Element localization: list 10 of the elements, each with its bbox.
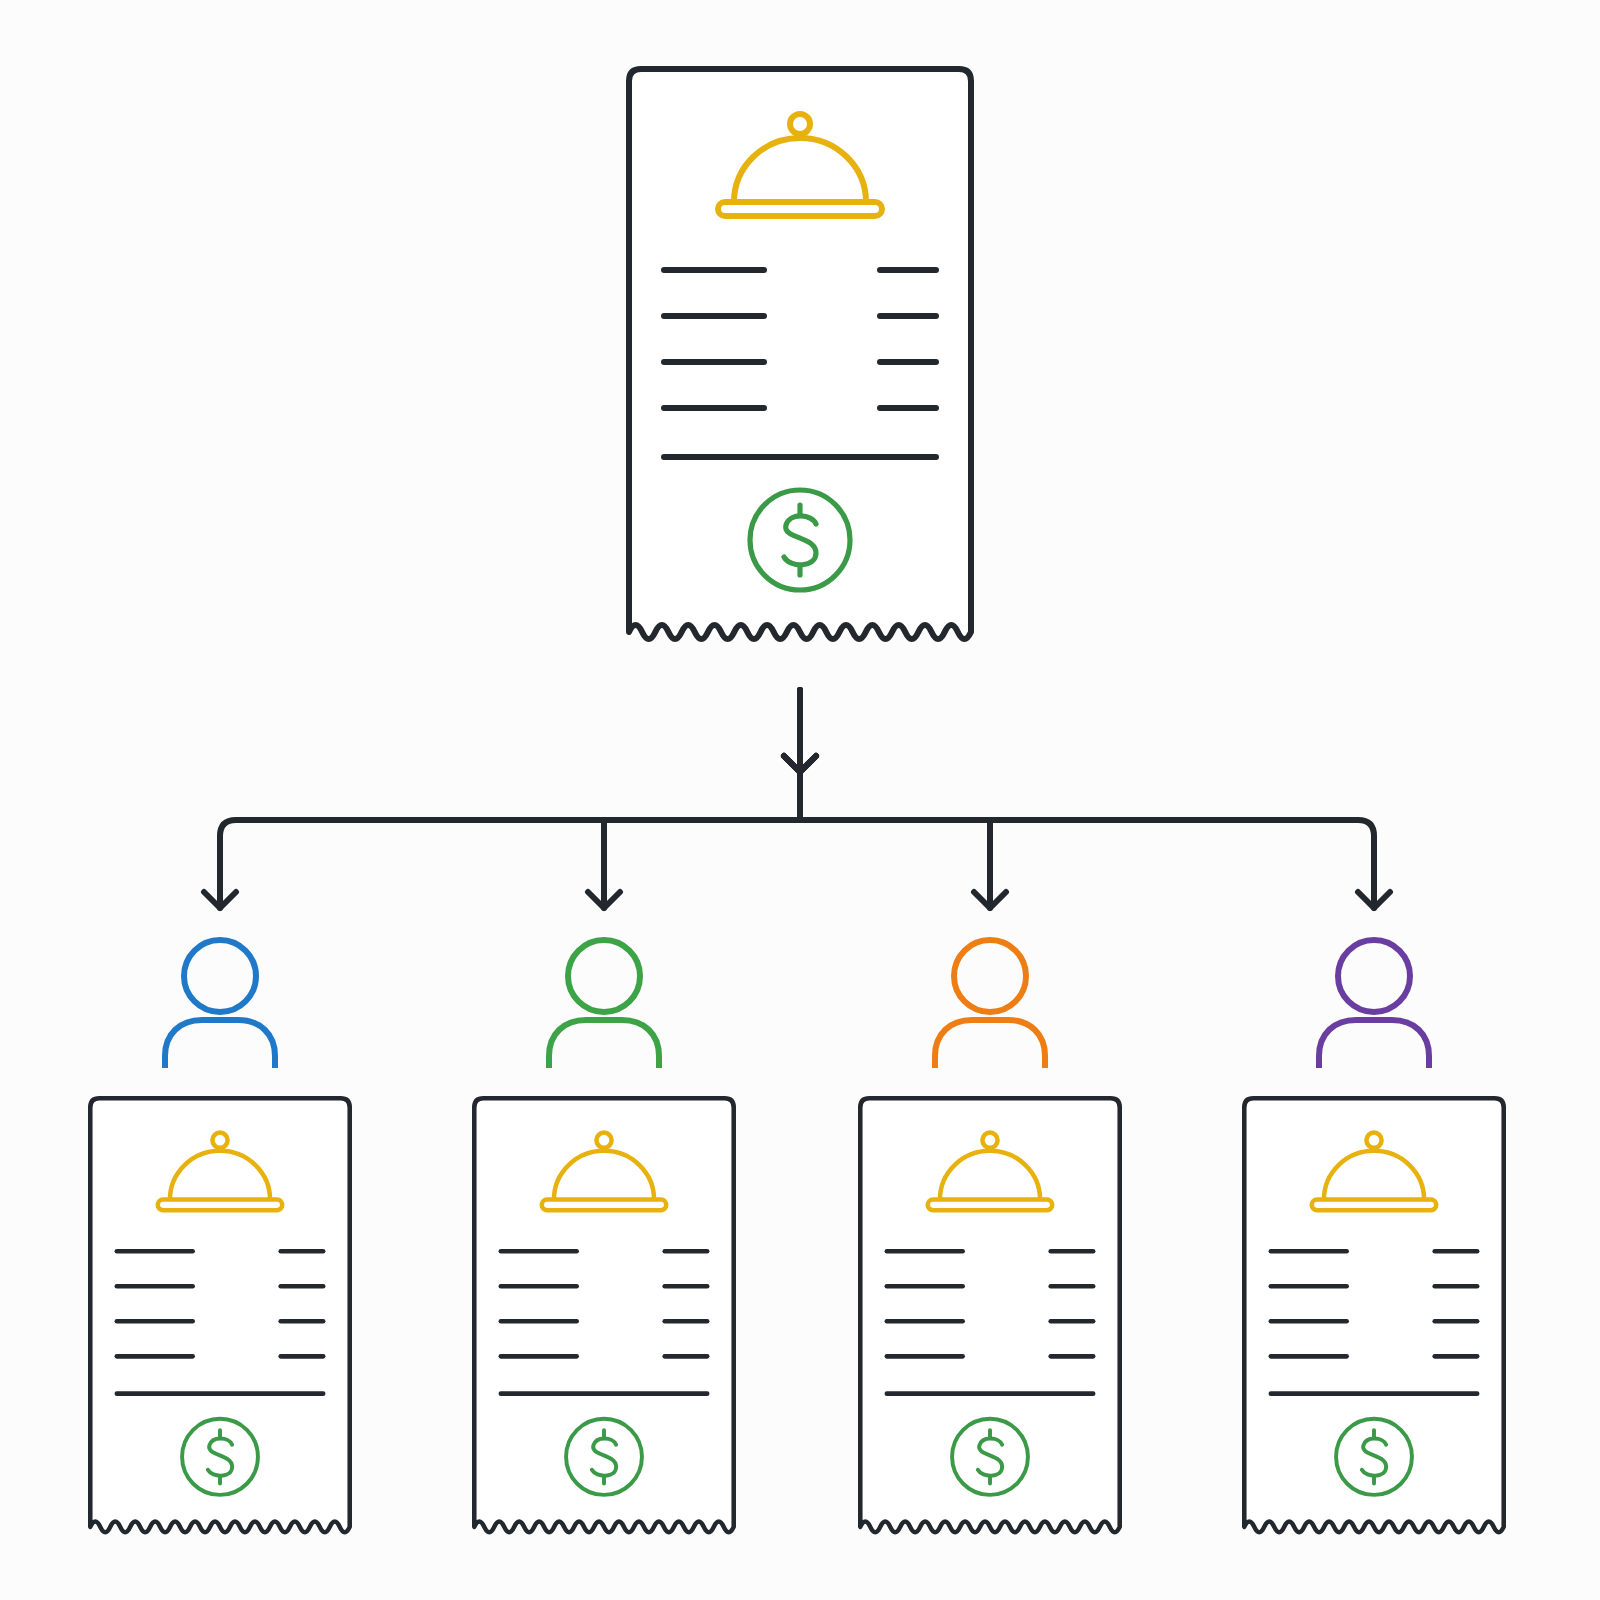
person-icon [1316,936,1432,1068]
person-icon [162,936,278,1068]
person-icon [546,936,662,1068]
receipt-drawing [858,1096,1122,1536]
arrow [781,687,1393,911]
receipt-drawing [472,1096,736,1536]
person-icon [932,936,1048,1068]
receipt-drawing [88,1096,352,1536]
receipt-drawing [626,66,974,644]
receipt-drawing [1242,1096,1506,1536]
